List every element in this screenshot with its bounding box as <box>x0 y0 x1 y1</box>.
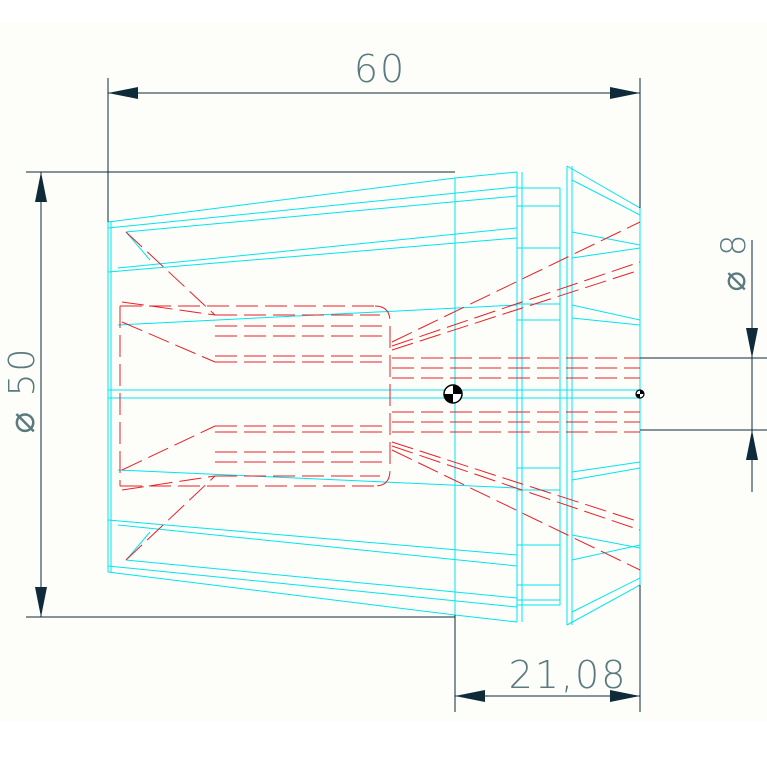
hidden-lines <box>119 221 641 571</box>
dim-slot-length: 21,08 <box>509 653 628 697</box>
arrow-right-2108 <box>610 690 640 702</box>
collet-outline <box>107 165 641 626</box>
arrow-top-8 <box>746 328 758 358</box>
arrow-right-60 <box>610 87 640 99</box>
paper-background <box>0 22 767 722</box>
arrow-top-50 <box>35 172 47 202</box>
arrow-left-60 <box>108 87 138 99</box>
dim-outer-diameter: ⌀ 50 <box>2 347 43 434</box>
arrow-bottom-50 <box>35 587 47 617</box>
dimension-arrows <box>35 87 758 702</box>
center-mark-icon <box>443 384 463 404</box>
arrow-bottom-8 <box>746 430 758 460</box>
dim-bore-diameter: ⌀ 8 <box>714 233 754 292</box>
dimension-lines <box>26 78 767 712</box>
arrow-left-2108 <box>455 690 485 702</box>
origin-mark-icon <box>635 389 645 399</box>
dim-overall-length: 60 <box>354 47 406 91</box>
